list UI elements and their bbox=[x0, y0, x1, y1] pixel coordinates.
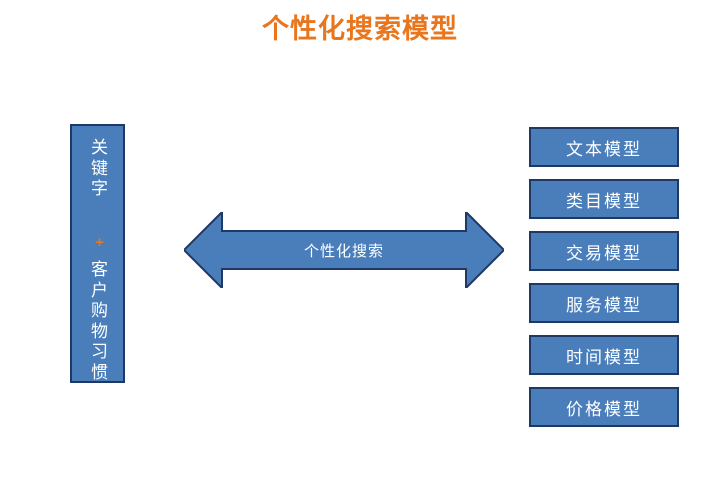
input-keyword-line-1: 关键字 bbox=[72, 138, 127, 200]
model-box-transaction[interactable]: 交易模型 bbox=[529, 231, 679, 271]
model-box-time[interactable]: 时间模型 bbox=[529, 335, 679, 375]
vertical-char: 惯 bbox=[91, 362, 108, 382]
input-keyword-char-group-2: 客户购物习惯 bbox=[72, 260, 127, 383]
model-box-label: 文本模型 bbox=[566, 139, 642, 159]
model-box-label: 价格模型 bbox=[566, 399, 642, 419]
vertical-char: 户 bbox=[91, 280, 108, 300]
input-keyword-char-group-1: 关键字 bbox=[72, 138, 127, 200]
model-box-price[interactable]: 价格模型 bbox=[529, 387, 679, 427]
model-box-category[interactable]: 类目模型 bbox=[529, 179, 679, 219]
model-box-label: 时间模型 bbox=[566, 347, 642, 367]
model-box-service[interactable]: 服务模型 bbox=[529, 283, 679, 323]
bidirectional-arrow[interactable]: 个性化搜索 bbox=[184, 212, 504, 288]
vertical-char: 客 bbox=[91, 260, 108, 279]
model-box-text[interactable]: 文本模型 bbox=[529, 127, 679, 167]
model-box-label: 类目模型 bbox=[566, 191, 642, 211]
double-headed-arrow-icon bbox=[184, 212, 504, 288]
vertical-char: 字 bbox=[91, 179, 108, 198]
vertical-char: 关 bbox=[91, 138, 108, 157]
vertical-char: 物 bbox=[91, 321, 108, 341]
vertical-char: 键 bbox=[91, 158, 108, 178]
model-box-list: 文本模型 类目模型 交易模型 服务模型 时间模型 价格模型 bbox=[529, 127, 679, 427]
model-box-label: 交易模型 bbox=[566, 243, 642, 263]
input-keyword-box[interactable]: 关键字 + 客户购物习惯 bbox=[70, 124, 125, 383]
input-keyword-line-2: 客户购物习惯 bbox=[72, 260, 127, 383]
vertical-char: 习 bbox=[91, 342, 108, 361]
model-box-label: 服务模型 bbox=[566, 295, 642, 315]
page-title: 个性化搜索模型 bbox=[262, 14, 458, 44]
vertical-char: 购 bbox=[91, 301, 108, 320]
plus-icon: + bbox=[95, 234, 104, 251]
